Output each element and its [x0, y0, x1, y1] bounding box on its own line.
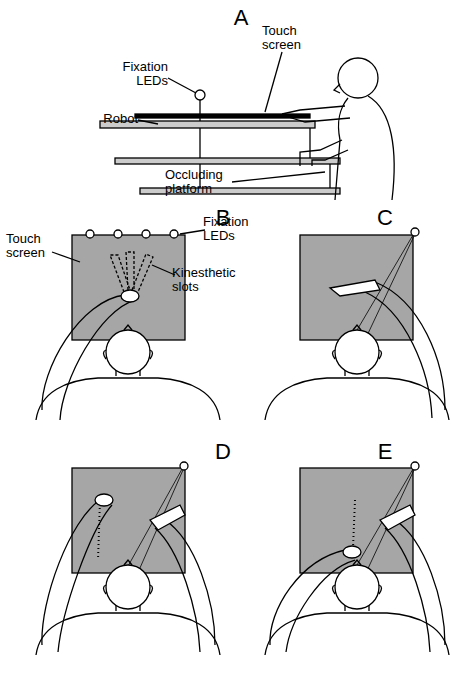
- panel-b: [36, 230, 220, 420]
- panel-e: [265, 462, 449, 655]
- panel-letter: C: [370, 206, 400, 230]
- panel-letter: A: [226, 6, 256, 30]
- callout-label: Touch screen: [6, 232, 56, 260]
- callout-label: Fixation LEDs: [203, 215, 263, 243]
- side-view: [100, 52, 394, 200]
- callout-label: Fixation LEDs: [100, 60, 168, 88]
- panel-letter: E: [370, 440, 400, 464]
- panel-letter: D: [208, 440, 238, 464]
- callout-label: Robot: [92, 112, 138, 126]
- panel-c: [265, 228, 449, 420]
- callout-label: Kinesthetic slots: [172, 266, 252, 294]
- callout-label: Occluding platform: [165, 168, 235, 196]
- callout-label: Touch screen: [262, 24, 322, 52]
- panel-d: [36, 462, 220, 655]
